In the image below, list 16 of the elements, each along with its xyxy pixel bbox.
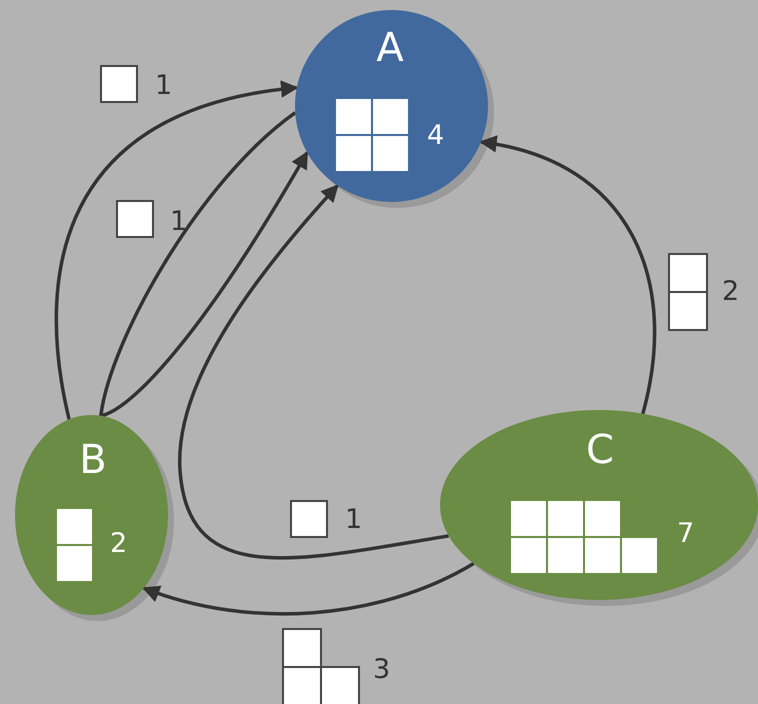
node-title: A <box>376 28 404 68</box>
edge-label: 3 <box>373 656 390 683</box>
edge-label: 1 <box>345 506 362 533</box>
arrow <box>142 562 475 616</box>
node-title: C <box>586 430 614 470</box>
node-count: 4 <box>427 122 444 149</box>
node-title: B <box>79 440 107 480</box>
node-count: 7 <box>677 520 694 547</box>
arrow <box>54 81 298 420</box>
node-count: 2 <box>110 530 128 557</box>
edge-label: 1 <box>155 72 172 99</box>
arrow <box>479 136 656 414</box>
edge-label: 2 <box>722 278 740 305</box>
arrow <box>178 184 449 560</box>
edge-label: 1 <box>170 208 188 235</box>
arrow <box>100 151 309 418</box>
